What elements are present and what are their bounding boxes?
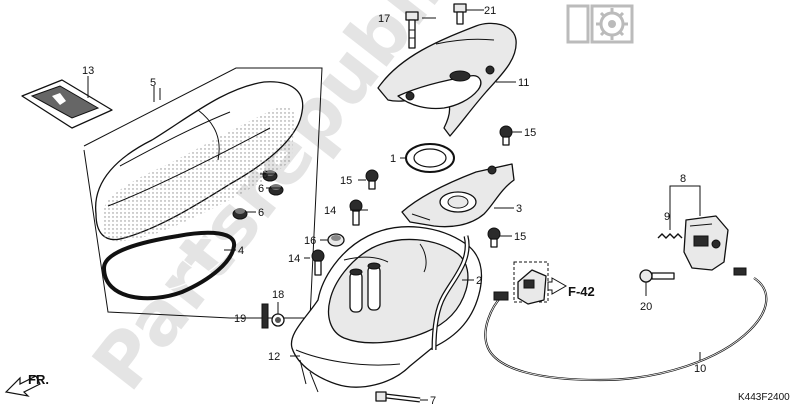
part-21-bolt[interactable] bbox=[453, 3, 467, 25]
callout-18[interactable]: 18 bbox=[272, 289, 284, 301]
part-13-label-sticker[interactable] bbox=[21, 76, 113, 129]
callout-6-b[interactable]: 6 bbox=[258, 183, 264, 195]
callout-13[interactable]: 13 bbox=[82, 65, 94, 77]
callout-19[interactable]: 19 bbox=[234, 313, 246, 325]
callout-15-a[interactable]: 15 bbox=[524, 127, 536, 139]
callout-15-b[interactable]: 15 bbox=[340, 175, 352, 187]
part-14-bolt-b[interactable] bbox=[311, 249, 325, 276]
callout-9[interactable]: 9 bbox=[664, 211, 670, 223]
part-4-seat-seal[interactable] bbox=[101, 230, 236, 301]
leader-lines bbox=[87, 9, 701, 401]
callout-16[interactable]: 16 bbox=[304, 235, 316, 247]
f42-connector[interactable] bbox=[513, 261, 549, 305]
front-arrow-label: FR. bbox=[28, 372, 49, 387]
gear-icon bbox=[566, 4, 634, 44]
callout-12[interactable]: 12 bbox=[268, 351, 280, 363]
part-17-bolt[interactable] bbox=[405, 11, 419, 49]
part-9-spring[interactable] bbox=[657, 233, 683, 239]
part-19-pin[interactable] bbox=[261, 303, 269, 329]
part-10-seat-lock-cable[interactable] bbox=[484, 267, 768, 382]
front-arrow-icon bbox=[4, 375, 41, 397]
part-15-screw-c[interactable] bbox=[487, 227, 501, 248]
part-20-bolt[interactable] bbox=[639, 269, 675, 283]
callout-1[interactable]: 1 bbox=[390, 153, 396, 165]
callout-8[interactable]: 8 bbox=[680, 173, 686, 185]
callout-5[interactable]: 5 bbox=[150, 77, 156, 89]
part-16-grommet[interactable] bbox=[327, 233, 345, 247]
ref-arrow-icon bbox=[547, 277, 568, 295]
callout-3[interactable]: 3 bbox=[516, 203, 522, 215]
diagram-code: K443F2400 bbox=[738, 392, 790, 403]
callout-4[interactable]: 4 bbox=[238, 245, 244, 257]
callout-2[interactable]: 2 bbox=[476, 275, 482, 287]
part-8-seat-lock[interactable] bbox=[683, 215, 729, 271]
callout-14-a[interactable]: 14 bbox=[324, 205, 336, 217]
part-11-rear-cover[interactable] bbox=[377, 22, 517, 137]
part-5-seat[interactable] bbox=[95, 81, 304, 242]
part-6-rubber-stopper-c[interactable] bbox=[232, 208, 248, 220]
part-3-bracket[interactable] bbox=[401, 163, 515, 228]
callout-14-b[interactable]: 14 bbox=[288, 253, 300, 265]
part-15-screw-a[interactable] bbox=[499, 125, 513, 146]
part-7-long-bolt[interactable] bbox=[375, 391, 421, 403]
part-18-collar[interactable] bbox=[271, 313, 285, 327]
callout-10[interactable]: 10 bbox=[694, 363, 706, 375]
callout-7[interactable]: 7 bbox=[430, 395, 436, 405]
callout-6-c[interactable]: 6 bbox=[258, 207, 264, 219]
callout-21[interactable]: 21 bbox=[484, 5, 496, 17]
part-14-bolt-a[interactable] bbox=[349, 199, 363, 226]
part-15-screw-b[interactable] bbox=[365, 169, 379, 190]
callout-6-a[interactable]: 6 bbox=[262, 169, 268, 181]
part-1-gasket-ring[interactable] bbox=[405, 143, 455, 173]
helmet-holder-cutouts bbox=[343, 256, 389, 313]
callout-15-c[interactable]: 15 bbox=[514, 231, 526, 243]
callouts: 13 5 17 21 11 1 15 15 3 15 14 6 6 6 4 14… bbox=[82, 5, 706, 405]
part-2-drain-tube[interactable] bbox=[431, 235, 470, 351]
callout-11[interactable]: 11 bbox=[518, 77, 529, 89]
callout-20[interactable]: 20 bbox=[640, 301, 652, 313]
callout-17[interactable]: 17 bbox=[378, 13, 390, 25]
ref-label-f42[interactable]: F-42 bbox=[568, 284, 595, 299]
